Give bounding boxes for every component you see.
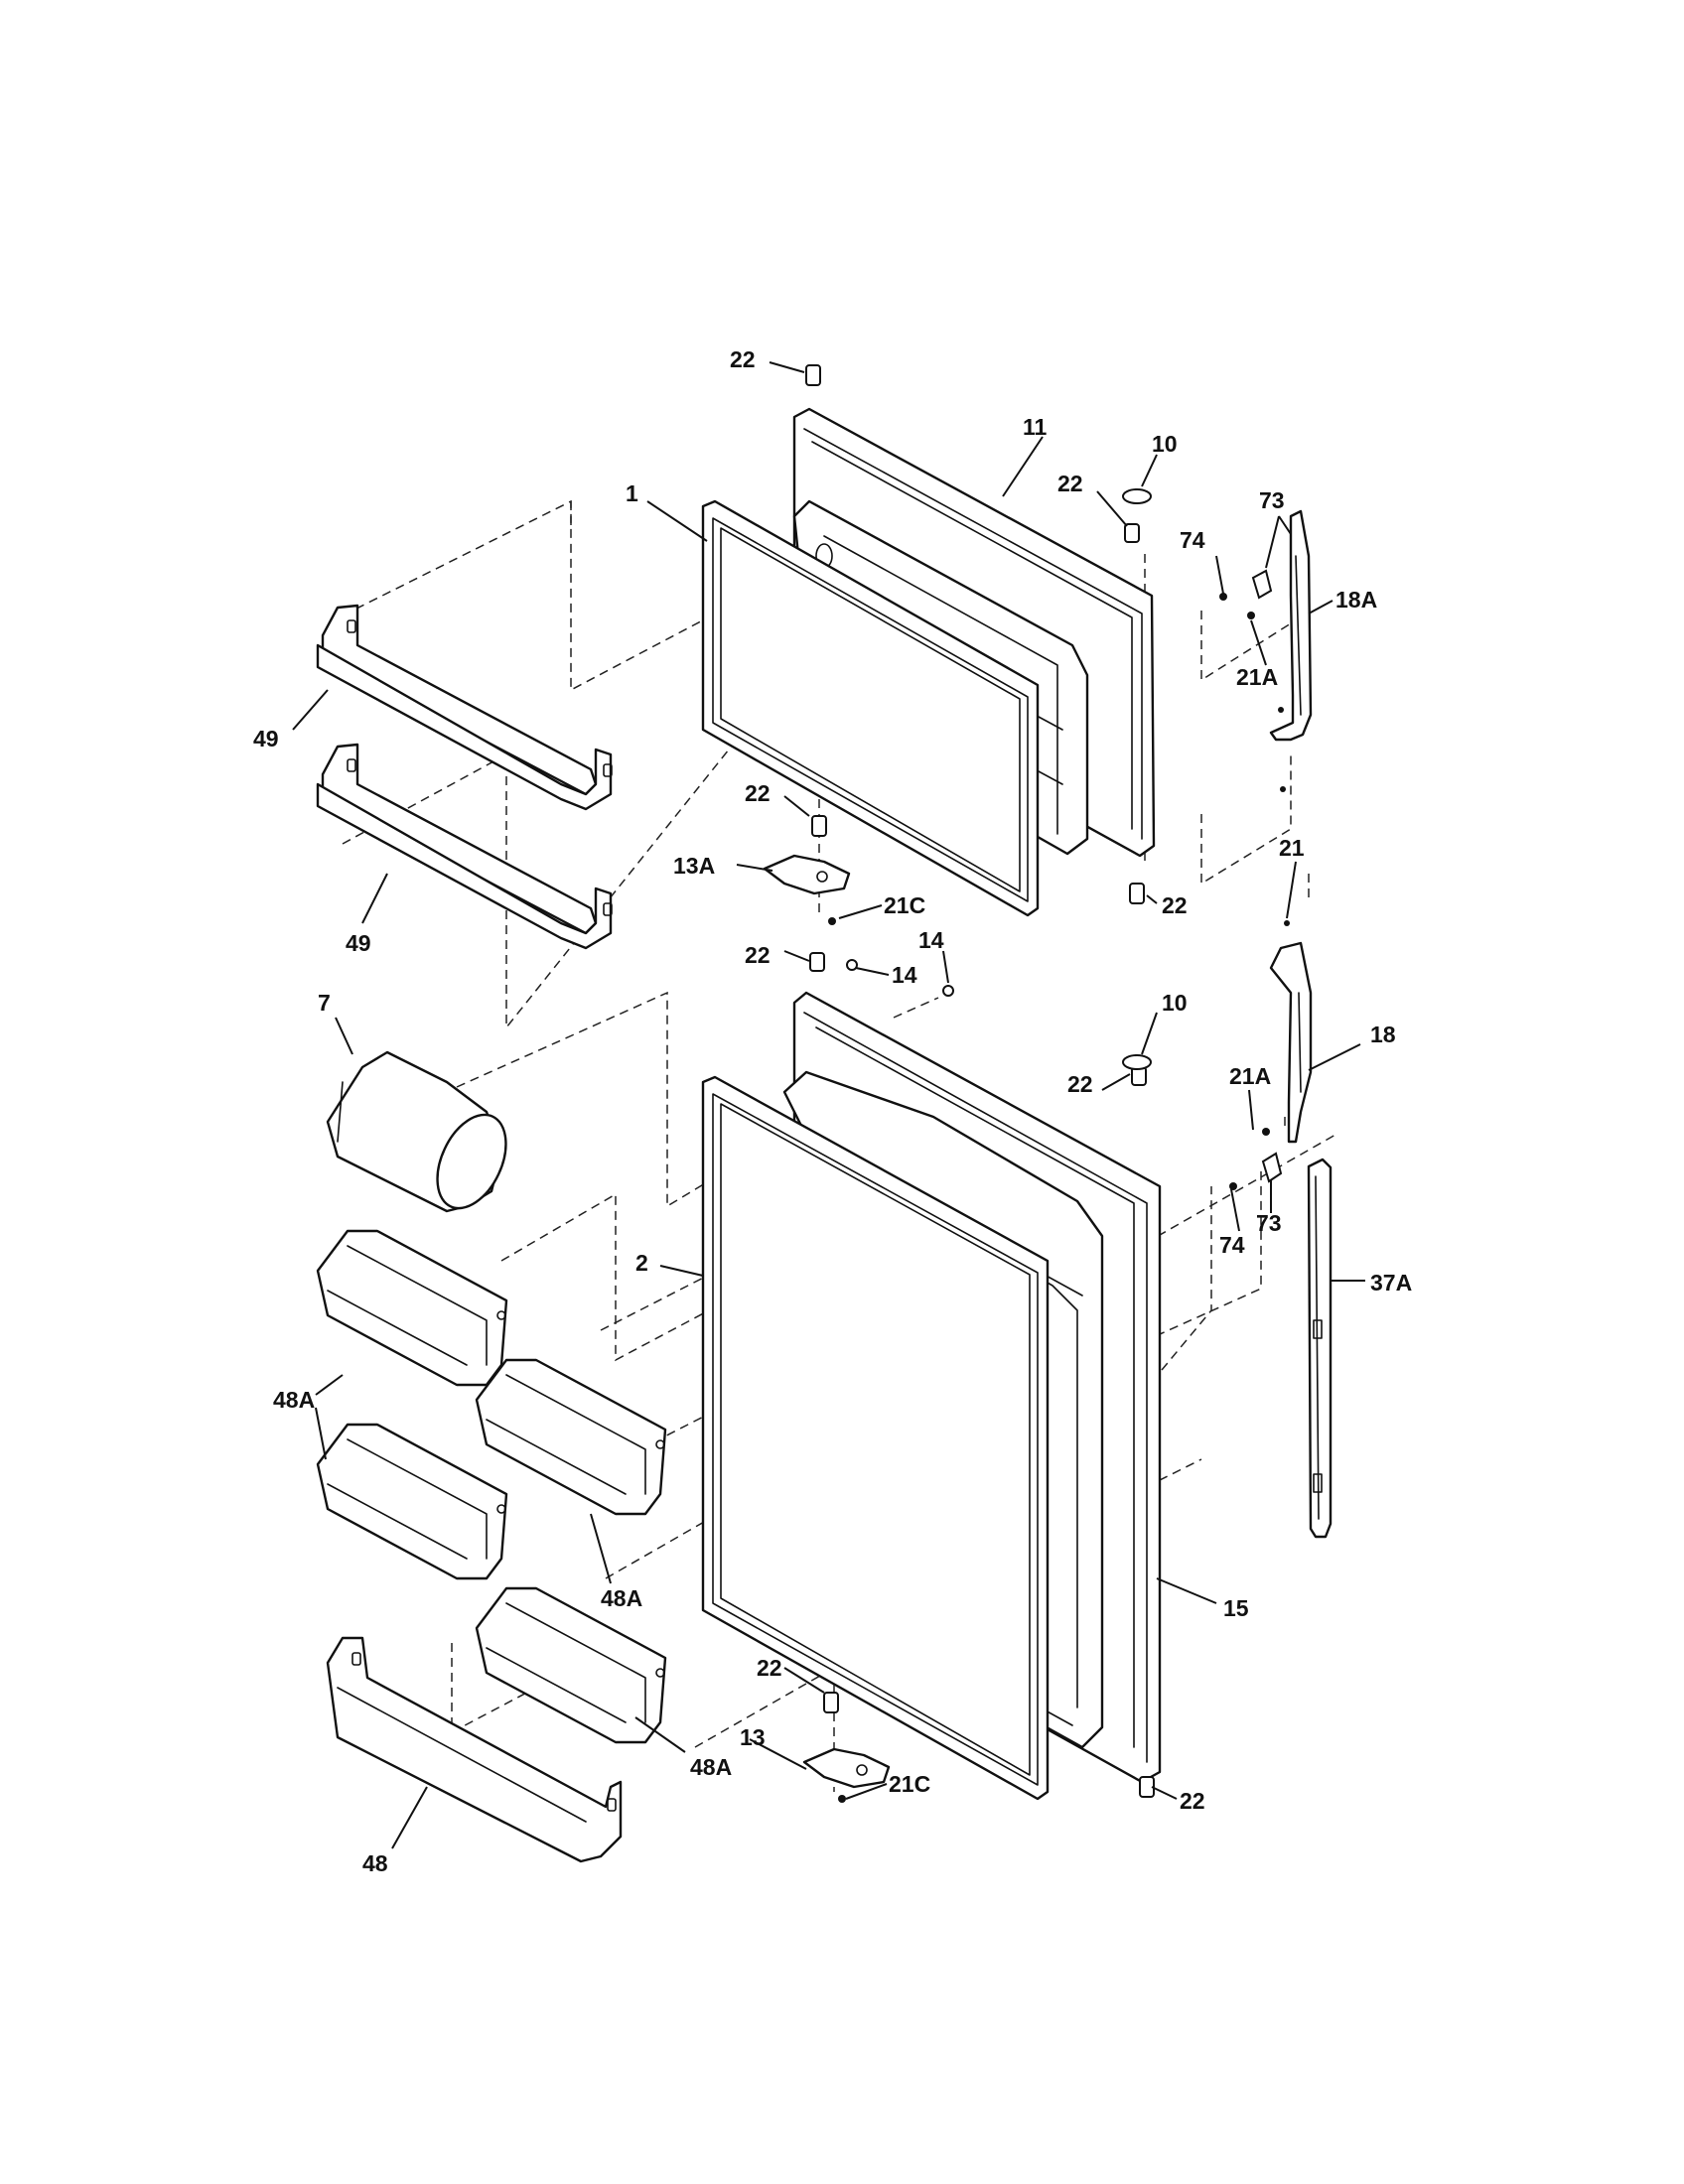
shelf-rail-49-lower <box>316 743 613 950</box>
callout-48A: 48A <box>601 1585 642 1611</box>
callout-22: 22 <box>1067 1071 1093 1097</box>
callout-22: 22 <box>1180 1788 1205 1814</box>
callout-21C: 21C <box>884 892 925 918</box>
callout-74: 74 <box>1180 527 1205 553</box>
callout-22: 22 <box>745 942 771 968</box>
callout-22: 22 <box>1057 471 1083 496</box>
callout-1: 1 <box>626 480 638 506</box>
plug-10-upper <box>1122 488 1152 504</box>
hinge-cover-18 <box>1269 941 1313 1144</box>
callout-14: 14 <box>892 962 917 988</box>
callout-15: 15 <box>1223 1595 1249 1621</box>
callout-21: 21 <box>1279 835 1305 861</box>
callout-13: 13 <box>740 1724 766 1750</box>
door-bin-48 <box>326 1636 623 1863</box>
shelf-rail-49-upper <box>316 604 613 811</box>
callout-21A: 21A <box>1229 1063 1271 1089</box>
callout-13A: 13A <box>673 853 715 879</box>
callout-10: 10 <box>1162 990 1188 1016</box>
bushing-73-upper <box>1251 569 1273 600</box>
hinge-13 <box>802 1747 891 1789</box>
screw-22-top <box>805 364 821 386</box>
hinge-13A <box>763 854 851 895</box>
callout-73: 73 <box>1259 487 1285 513</box>
callout-49: 49 <box>346 930 371 956</box>
callout-37A: 37A <box>1370 1270 1412 1296</box>
fresh-food-door-gasket-2 <box>701 1075 1050 1801</box>
screw-22-mid-left <box>811 815 827 837</box>
screw-22-bottom-right <box>1139 1776 1155 1798</box>
callout-22: 22 <box>757 1655 782 1681</box>
callout-73: 73 <box>1256 1210 1282 1236</box>
callout-49: 49 <box>253 726 279 751</box>
callout-7: 7 <box>318 990 331 1016</box>
leader-lines <box>292 361 1365 1849</box>
callout-22: 22 <box>730 346 756 372</box>
callout-labels: 22 11 10 22 1 73 74 18A 21A 49 22 13A 21… <box>253 346 1412 1876</box>
callout-22: 22 <box>1162 892 1188 918</box>
callout-48A: 48A <box>273 1387 315 1413</box>
bushing-73-lower <box>1261 1152 1283 1183</box>
dairy-compartment-7 <box>326 1050 507 1213</box>
door-handle-trim-37A <box>1307 1158 1333 1539</box>
callout-2: 2 <box>635 1250 648 1276</box>
door-bin-48A-4 <box>475 1586 667 1744</box>
door-bin-48A-1 <box>316 1229 508 1387</box>
fasteners <box>805 364 1290 1803</box>
callout-21C: 21C <box>889 1771 930 1797</box>
door-bin-48A-3 <box>316 1423 508 1580</box>
screw-22-top-right <box>1124 523 1140 543</box>
plug-10-lower <box>1122 1054 1152 1070</box>
callout-74: 74 <box>1219 1232 1245 1258</box>
callout-48: 48 <box>362 1850 388 1876</box>
callout-14: 14 <box>918 927 944 953</box>
callout-18A: 18A <box>1335 587 1377 613</box>
screw-22-bottom-left <box>823 1692 839 1713</box>
screw-22-mid-right <box>1129 883 1145 904</box>
screw-22-lower-left <box>809 952 825 972</box>
callout-11: 11 <box>1023 414 1048 440</box>
callout-48A: 48A <box>690 1754 732 1780</box>
callout-21A: 21A <box>1236 664 1278 690</box>
door-bin-48A-2 <box>475 1358 667 1516</box>
callout-18: 18 <box>1370 1022 1396 1047</box>
callout-22: 22 <box>745 780 771 806</box>
freezer-door-gasket-1 <box>701 499 1040 917</box>
callout-10: 10 <box>1152 431 1178 457</box>
hinge-cover-18A <box>1269 509 1313 742</box>
